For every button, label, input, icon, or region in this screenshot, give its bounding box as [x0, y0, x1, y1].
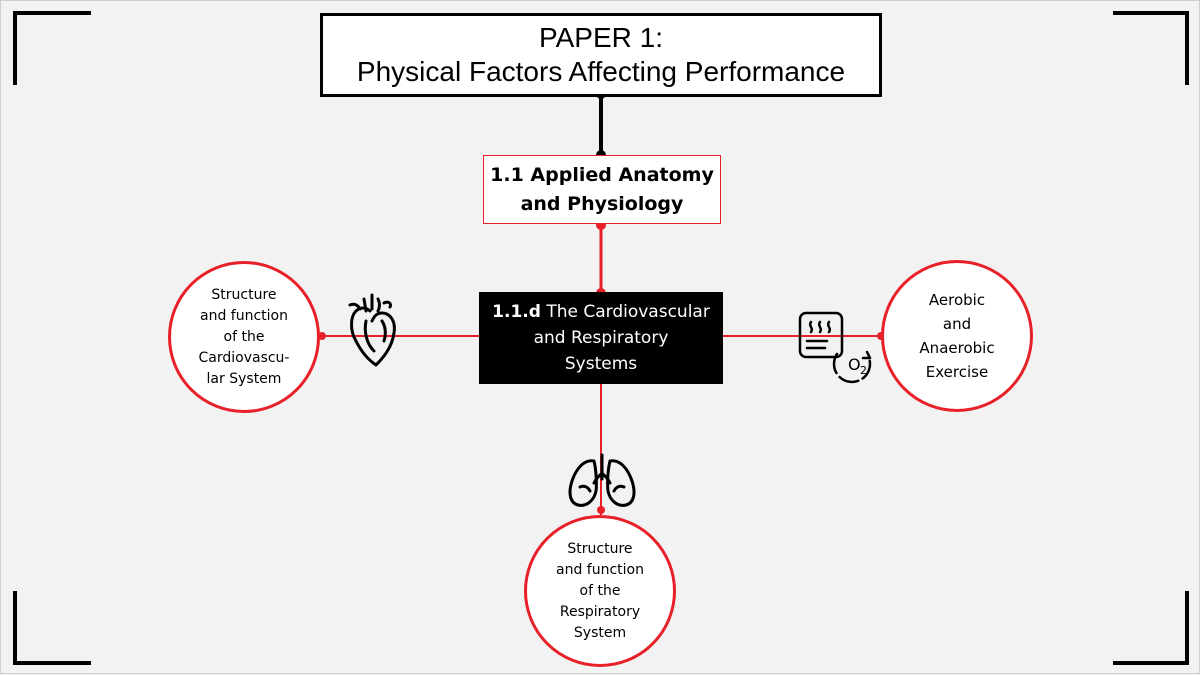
branch-cardiovascular: Structure and function of the Cardiovasc…: [168, 261, 320, 413]
branch-text-line: Structure: [211, 286, 277, 303]
subtopic-code: 1.1.d: [492, 302, 541, 322]
corner-bottom-right: [1113, 591, 1189, 665]
paper-title-line2: Physical Factors Affecting Performance: [356, 56, 846, 87]
svg-text:O: O: [848, 355, 861, 374]
corner-top-right: [1113, 11, 1189, 85]
subtopic-box: 1.1.d The Cardiovascular and Respiratory…: [479, 292, 723, 384]
svg-text:2: 2: [860, 364, 867, 377]
topic-box: 1.1 Applied Anatomy and Physiology: [483, 155, 721, 224]
subtopic-line1-text: The Cardiovascular: [540, 302, 710, 322]
corner-bottom-left: [13, 591, 91, 665]
branch-text-line: and function: [556, 561, 644, 578]
branch-text-line: Exercise: [925, 363, 989, 381]
branch-text-line: Structure: [567, 540, 633, 557]
branch-text-line: and: [942, 315, 972, 333]
branch-text-line: Aerobic: [928, 291, 986, 309]
corner-brackets: [13, 11, 1189, 665]
branch-exercise: Aerobic and Anaerobic Exercise: [881, 260, 1033, 412]
branch-text-line: lar System: [206, 370, 282, 387]
branch-respiratory: Structure and function of the Respirator…: [524, 515, 676, 667]
topic-line2: and Physiology: [520, 192, 684, 215]
connector-dot: [318, 332, 326, 340]
branch-text-line: Respiratory: [559, 603, 641, 620]
paper-title-box: PAPER 1: Physical Factors Affecting Perf…: [320, 13, 882, 97]
corner-top-left: [13, 11, 91, 85]
branch-text-line: Anaerobic: [919, 339, 995, 357]
branch-text-line: and function: [200, 307, 288, 324]
branch-text-line: Cardiovascu-: [198, 349, 290, 366]
topic-line1: 1.1 Applied Anatomy: [490, 163, 714, 186]
branch-text-line: System: [573, 624, 627, 641]
lungs-icon: [568, 453, 636, 507]
heart-icon: [348, 293, 396, 367]
connector-dot: [597, 506, 605, 514]
subtopic-line3: Systems: [564, 354, 638, 374]
paper-title-line1: PAPER 1:: [539, 22, 663, 53]
oxygen-breath-icon: O 2: [798, 311, 872, 384]
subtopic-line2: and Respiratory: [533, 328, 669, 348]
branch-text-line: of the: [579, 582, 621, 599]
subtopic-line1: 1.1.d The Cardiovascular: [492, 299, 710, 325]
branch-text-line: of the: [223, 328, 265, 345]
